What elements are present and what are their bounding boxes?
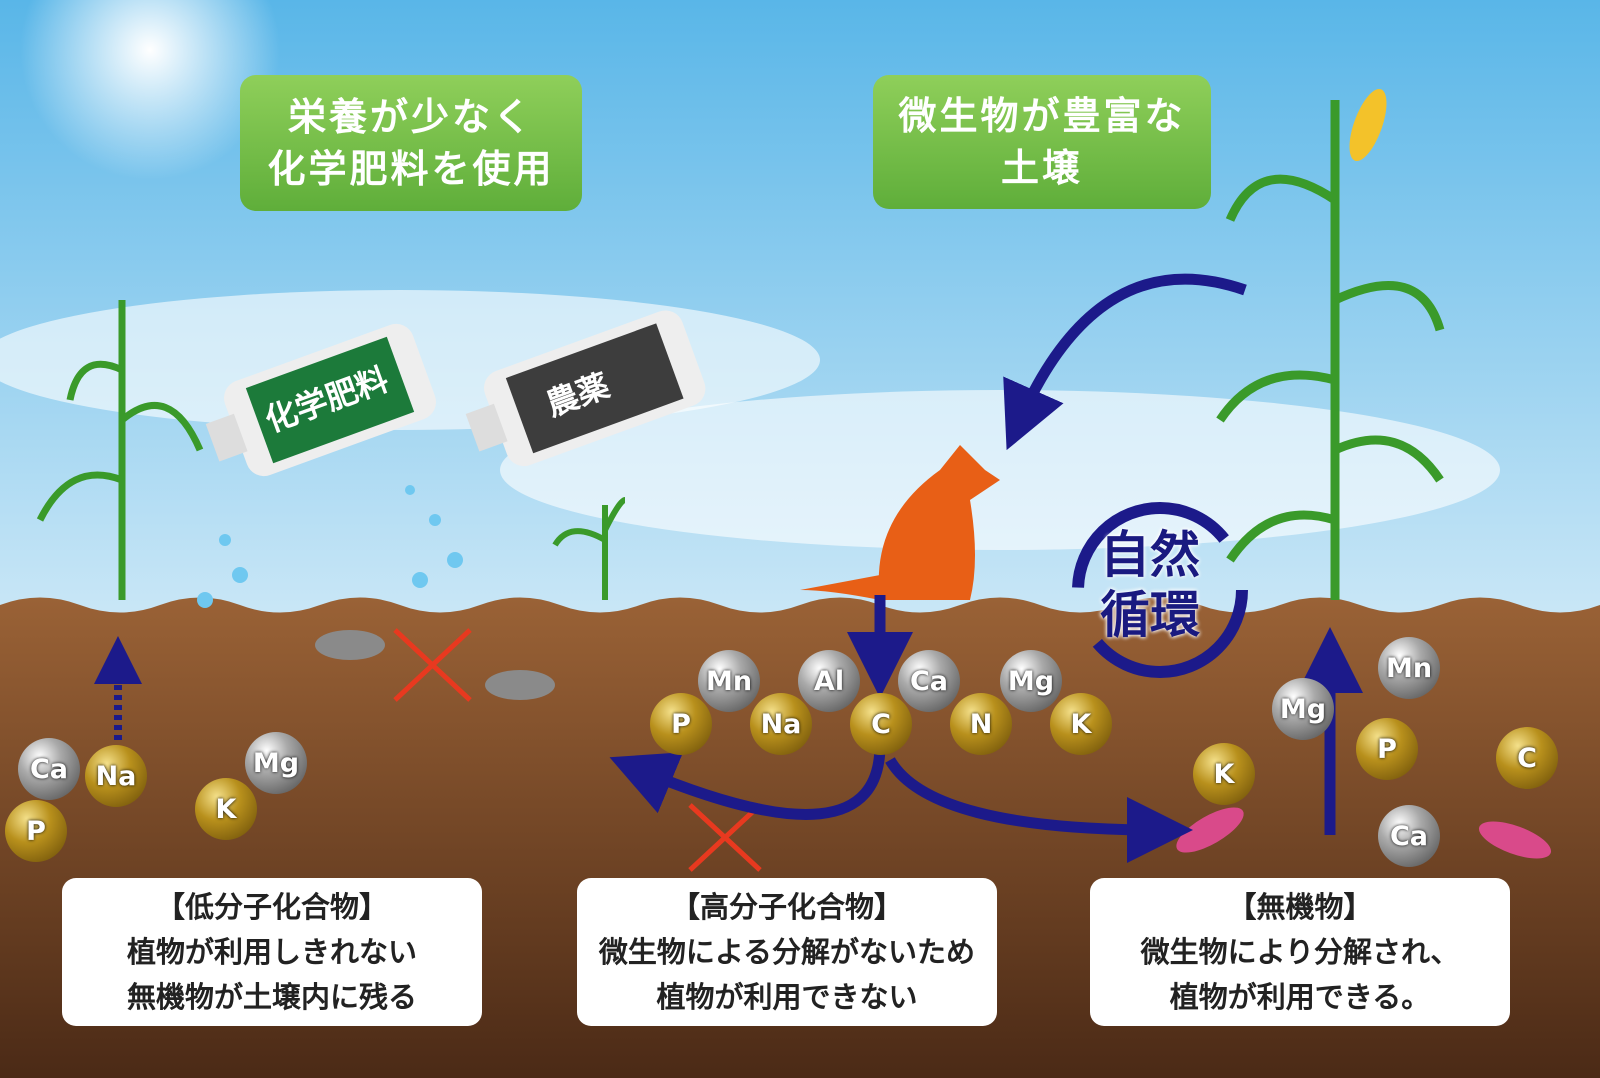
microbes-dead [315, 630, 555, 700]
cycle-arrow-icon [1072, 502, 1248, 678]
flow-arrows [609, 273, 1363, 863]
fox [800, 445, 1000, 600]
atom: K [1050, 693, 1112, 755]
atom: P [1356, 718, 1418, 780]
box-line: 微生物により分解され、 [1140, 934, 1460, 969]
atom: Ca [1378, 805, 1440, 867]
atom: Ca [18, 738, 80, 800]
corn-plant [1216, 100, 1445, 600]
plant-left [36, 300, 204, 600]
label-poor-soil: 栄養が少なく 化学肥料を使用 [240, 75, 582, 211]
x-mark-icon [688, 803, 762, 872]
box-title: 【低分子化合物】 [155, 889, 388, 924]
box-line: 無機物が土壌内に残る [126, 979, 417, 1014]
atom: Na [750, 693, 812, 755]
atom: P [5, 800, 67, 862]
pesticide-bottle [465, 310, 706, 467]
atom: Na [85, 745, 147, 807]
label-line: 微生物が豊富な [898, 94, 1186, 138]
atom: P [650, 693, 712, 755]
box-line: 植物が利用できる。 [1169, 979, 1431, 1014]
info-box-high-molecular: 【高分子化合物】 微生物による分解がないため 植物が利用できない [577, 878, 997, 1026]
box-line: 微生物による分解がないため [598, 934, 976, 969]
box-title: 【無機物】 [1227, 889, 1373, 924]
atom: Al [798, 650, 860, 712]
info-box-low-molecular: 【低分子化合物】 植物が利用しきれない 無機物が土壌内に残る [62, 878, 482, 1026]
seedling [552, 497, 626, 600]
label-rich-soil: 微生物が豊富な 土壌 [873, 75, 1211, 209]
natural-cycle-label: 自然 循環 [1100, 525, 1200, 645]
atom: K [1193, 743, 1255, 805]
atom: C [1496, 727, 1558, 789]
atom: Mg [1000, 650, 1062, 712]
label-line: 土壌 [1000, 146, 1083, 190]
sun-icon [20, 0, 280, 180]
box-line: 植物が利用しきれない [126, 934, 417, 969]
atom: K [195, 778, 257, 840]
atom: Mg [1272, 678, 1334, 740]
atom: Mn [698, 650, 760, 712]
fertilizer-bottle [205, 323, 436, 477]
cycle-line: 循環 [1100, 586, 1200, 644]
atom: N [950, 693, 1012, 755]
x-mark-icon [393, 628, 472, 702]
water-drops [197, 485, 463, 608]
label-line: 化学肥料を使用 [267, 147, 555, 191]
atom: Ca [898, 650, 960, 712]
box-title: 【高分子化合物】 [670, 889, 903, 924]
cycle-line: 自然 [1100, 526, 1200, 584]
microbes-pink [1176, 807, 1552, 859]
box-line: 植物が利用できない [656, 979, 918, 1014]
corn-cob [1349, 88, 1387, 162]
atom: Mg [245, 732, 307, 794]
label-line: 栄養が少なく [287, 95, 534, 139]
atom: Mn [1378, 637, 1440, 699]
atom: C [850, 693, 912, 755]
info-box-inorganic: 【無機物】 微生物により分解され、 植物が利用できる。 [1090, 878, 1510, 1026]
